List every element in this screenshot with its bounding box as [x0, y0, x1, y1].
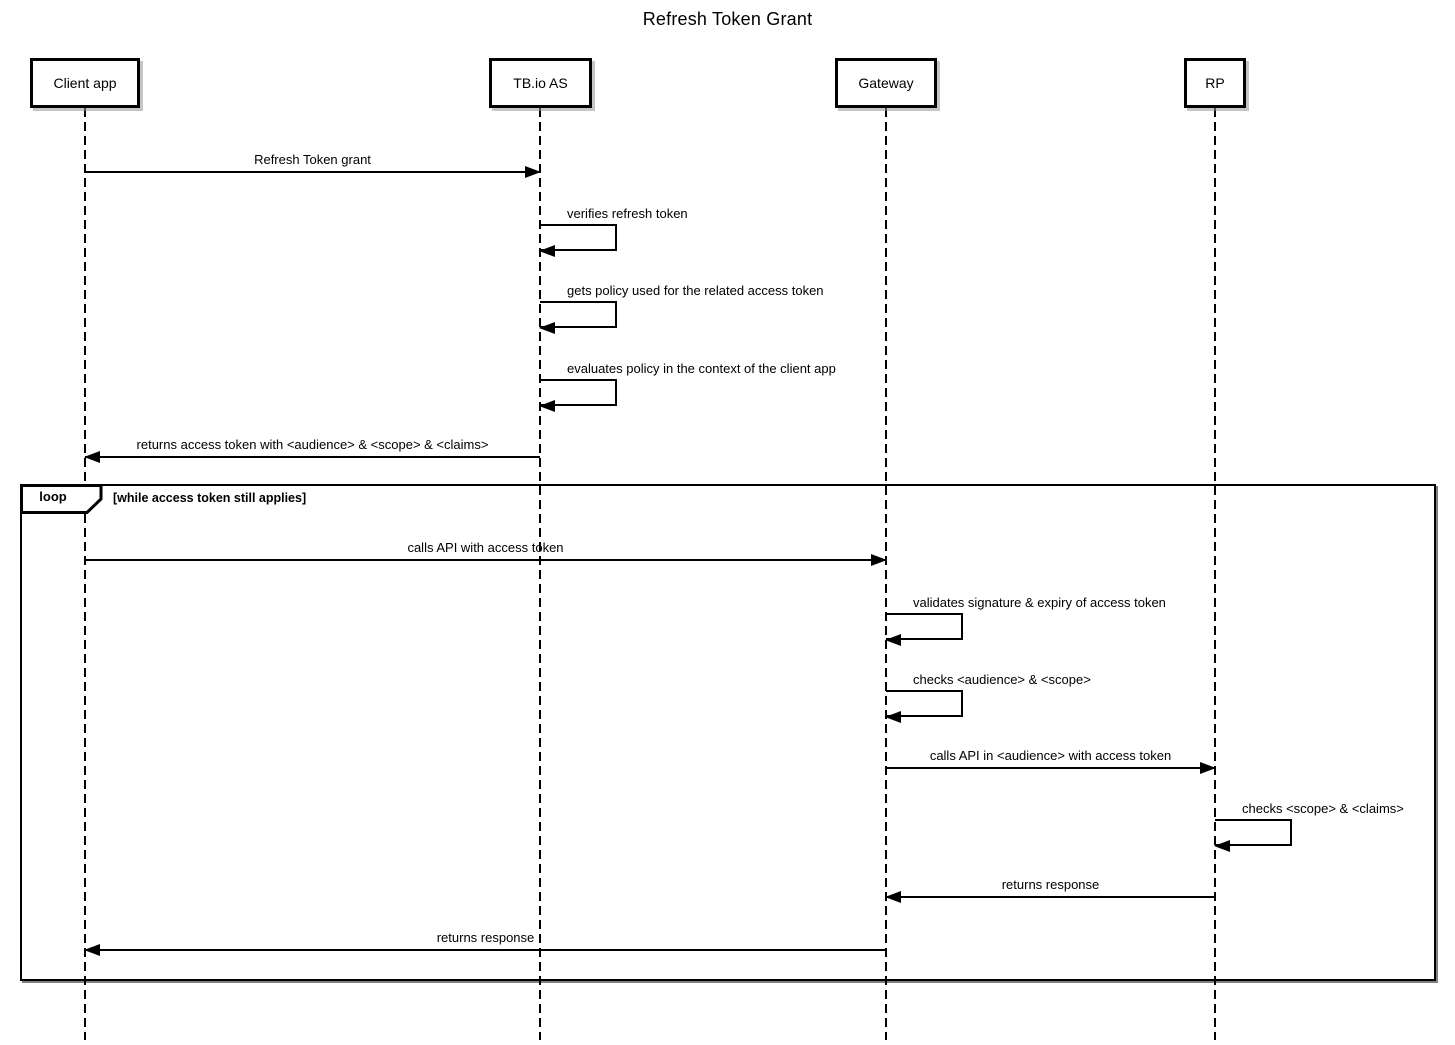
message-label: checks <scope> & <claims> [1242, 801, 1404, 816]
self-call-line [540, 301, 617, 328]
message-refresh-token-grant: Refresh Token grant [85, 152, 541, 178]
message-label: checks <audience> & <scope> [913, 672, 1091, 687]
message-returns-response-rp-gateway: returns response [885, 877, 1215, 903]
message-label: calls API in <audience> with access toke… [929, 748, 1172, 763]
message-line [85, 456, 540, 458]
loop-operator-pentagon-icon [20, 484, 103, 514]
arrowhead-left-icon [539, 400, 555, 412]
self-message-gets-policy: gets policy used for the related access … [539, 283, 824, 334]
lifeline-tbio-as [539, 108, 541, 1040]
message-label: gets policy used for the related access … [567, 283, 824, 298]
message-returns-access-token: returns access token with <audience> & <… [84, 437, 540, 463]
actor-tbio-as: TB.io AS [489, 58, 592, 108]
self-message-checks-scope-claims: checks <scope> & <claims> [1214, 801, 1404, 852]
arrowhead-right-icon [1200, 762, 1216, 774]
message-returns-response-gateway-client: returns response [84, 930, 886, 956]
message-label: returns access token with <audience> & <… [136, 437, 489, 452]
arrowhead-left-icon [885, 891, 901, 903]
message-calls-api-with-access-token: calls API with access token [85, 540, 887, 566]
message-label: calls API with access token [407, 540, 564, 555]
actor-client-app: Client app [30, 58, 140, 108]
message-label: returns response [436, 930, 535, 945]
message-line [85, 949, 886, 951]
message-line [85, 559, 886, 561]
self-message-checks-audience-scope: checks <audience> & <scope> [885, 672, 1091, 723]
arrowhead-left-icon [1214, 840, 1230, 852]
arrowhead-left-icon [539, 322, 555, 334]
self-message-verifies-refresh-token: verifies refresh token [539, 206, 688, 257]
arrowhead-left-icon [84, 944, 100, 956]
arrowhead-left-icon [885, 711, 901, 723]
message-line [85, 171, 540, 173]
message-label: Refresh Token grant [254, 152, 371, 167]
lifeline-rp [1214, 108, 1216, 1040]
self-call-line [1215, 819, 1292, 846]
self-call-line [540, 379, 617, 406]
actor-label: Client app [53, 75, 117, 91]
arrowhead-right-icon [871, 554, 887, 566]
lifeline-client-app [84, 108, 86, 1040]
arrowhead-left-icon [539, 245, 555, 257]
actor-label: TB.io AS [513, 75, 568, 91]
arrowhead-right-icon [525, 166, 541, 178]
arrowhead-left-icon [885, 634, 901, 646]
message-line [886, 896, 1215, 898]
arrowhead-left-icon [84, 451, 100, 463]
self-call-line [886, 690, 963, 717]
message-calls-api-in-audience: calls API in <audience> with access toke… [886, 748, 1216, 774]
message-label: evaluates policy in the context of the c… [567, 361, 836, 376]
diagram-title: Refresh Token Grant [642, 9, 813, 29]
self-message-evaluates-policy: evaluates policy in the context of the c… [539, 361, 836, 412]
actor-gateway: Gateway [835, 58, 937, 108]
actor-label: Gateway [858, 75, 914, 91]
lifeline-gateway [885, 108, 887, 1040]
message-label: validates signature & expiry of access t… [913, 595, 1166, 610]
actor-rp: RP [1184, 58, 1246, 108]
loop-condition: [while access token still applies] [113, 491, 307, 505]
loop-frame: loop [while access token still applies] [20, 484, 1436, 981]
loop-operator-label: loop [39, 489, 67, 504]
message-label: returns response [1001, 877, 1100, 892]
self-call-line [540, 224, 617, 251]
actor-label: RP [1205, 75, 1225, 91]
message-label: verifies refresh token [567, 206, 688, 221]
self-message-validates-signature: validates signature & expiry of access t… [885, 595, 1166, 646]
message-line [886, 767, 1215, 769]
self-call-line [886, 613, 963, 640]
